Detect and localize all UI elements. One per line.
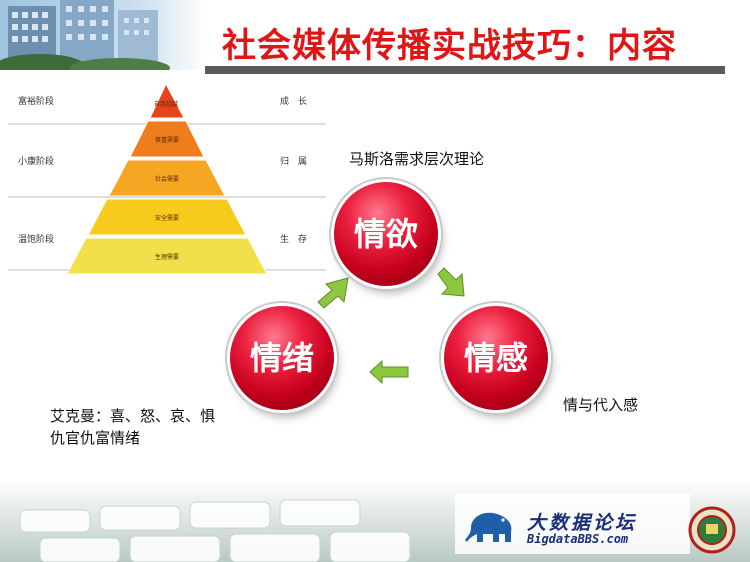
pyramid-layer-3 — [108, 159, 226, 197]
logo-name-cn: 大数据论坛 — [527, 512, 638, 534]
maslow-pyramid-image: 自我超越 尊重需要 社会需要 安全需要 生理需要 富裕阶段 小康阶段 温饱阶段 … — [8, 80, 326, 276]
cycle-node-feeling-label: 情感 — [463, 339, 528, 377]
pyramid-layer-1 — [149, 82, 185, 119]
arrow-emotion-to-desire-icon — [317, 277, 349, 309]
pyramid-layer-4-label: 安全需要 — [155, 214, 179, 222]
pyramid-layer-5-label: 生理需要 — [155, 253, 179, 261]
elephant-logo-icon — [465, 512, 512, 542]
pyramid-layer-1-label: 自我超越 — [154, 100, 178, 108]
pyramid-right-label: 生 存 — [280, 235, 308, 245]
pyramid-layer-2 — [129, 120, 205, 158]
cycle-node-desire: 情欲 — [334, 182, 438, 286]
maslow-caption: 马斯洛需求层次理论 — [349, 150, 485, 168]
ekman-caption-line2: 仇官仇富情绪 — [50, 429, 141, 447]
pyramid-layer-2-label: 尊重需要 — [155, 136, 179, 144]
pyramid-right-label: 归 属 — [280, 157, 308, 167]
arrow-desire-to-feeling-icon — [437, 267, 465, 297]
cycle-node-emotion-label: 情绪 — [249, 339, 314, 377]
arrow-feeling-to-emotion-icon — [369, 360, 409, 384]
pyramid-layer-3-label: 社会需要 — [155, 175, 179, 183]
pyramid-left-label: 富裕阶段 — [18, 97, 55, 107]
cycle-node-feeling: 情感 — [444, 306, 548, 410]
cycle-node-desire-label: 情欲 — [353, 215, 418, 253]
daiyu-caption: 情与代入感 — [563, 396, 639, 414]
pyramid-right-label: 成 长 — [280, 97, 308, 107]
footer-keyboard-background — [0, 480, 750, 562]
logo-name-en: BigdataBBS.com — [527, 532, 629, 546]
ekman-caption-line1: 艾克曼：喜、怒、哀、惧 — [50, 407, 216, 425]
pyramid-layer-4 — [87, 198, 247, 236]
page-title: 社会媒体传播实战技巧：内容 — [222, 26, 677, 66]
title-underline-bar — [205, 66, 725, 74]
university-seal-icon — [688, 506, 736, 554]
pyramid-left-label: 小康阶段 — [18, 157, 55, 167]
cycle-node-emotion: 情绪 — [230, 306, 334, 410]
pyramid-layer-5 — [66, 237, 268, 275]
pyramid-left-label: 温饱阶段 — [18, 235, 55, 245]
header-building-photo — [0, 0, 205, 70]
